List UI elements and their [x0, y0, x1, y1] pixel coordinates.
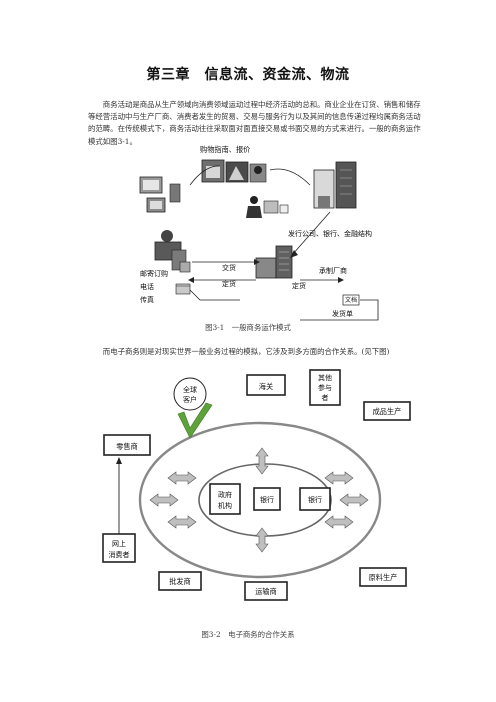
- figure2-caption: 图3-2 电子商务的合作关系: [201, 630, 295, 639]
- node-retailer: 零售商: [103, 434, 151, 456]
- svg-text:其他: 其他: [318, 373, 332, 382]
- svg-text:海关: 海关: [259, 382, 273, 391]
- svg-text:运输商: 运输商: [255, 587, 277, 596]
- svg-text:银行: 银行: [308, 495, 322, 504]
- ring-arrows: [149, 447, 369, 553]
- svg-text:成品生产: 成品生产: [373, 407, 402, 416]
- intro-paragraph: 商务活动是商品从生产领域向消费领域运动过程中经济活动的总和。商业企业在订货、销售…: [88, 100, 421, 146]
- finance-buildings: [313, 161, 357, 209]
- node-finished: 成品生产: [363, 401, 411, 421]
- global-customer-label: 全球: [183, 385, 197, 394]
- node-customs: 海关: [246, 374, 286, 396]
- svg-text:批发商: 批发商: [169, 577, 191, 586]
- label-order-right: 定货: [292, 281, 306, 290]
- label-right: 发行公司、银行、金融结构: [288, 229, 372, 238]
- factory: [255, 245, 293, 279]
- label-deliver: 交货: [222, 263, 236, 272]
- node-other: 其他 参与 者: [309, 369, 341, 406]
- label-mail-order: 邮寄订购: [140, 269, 168, 278]
- figure1-arrows: [189, 165, 379, 321]
- label-invoice: 发货单: [332, 309, 353, 318]
- node-bank-2: 银行: [299, 487, 331, 511]
- global-customer-label-2: 客户: [183, 395, 197, 404]
- label-top: 购物指南、报价: [200, 145, 250, 154]
- svg-text:参与: 参与: [318, 383, 332, 392]
- node-bank-1: 银行: [253, 487, 281, 511]
- check-mark-icon: [177, 402, 213, 439]
- node-online-consumer: 网上 消费者: [102, 533, 136, 563]
- svg-text:网上: 网上: [112, 539, 126, 548]
- outer-ring: [138, 421, 382, 579]
- order-station: [154, 230, 191, 295]
- label-manufacturer: 承制厂商: [319, 266, 347, 275]
- global-customer-node: [173, 377, 207, 411]
- chapter-title: 第三章 信息流、资金流、物流: [146, 67, 350, 83]
- store-images: [201, 159, 267, 183]
- svg-text:零售商: 零售商: [116, 442, 138, 451]
- svg-text:政府: 政府: [218, 490, 232, 499]
- node-raw: 原料生产: [359, 567, 407, 587]
- svg-text:原料生产: 原料生产: [369, 573, 398, 582]
- svg-text:消费者: 消费者: [109, 550, 130, 559]
- label-file: 文档: [345, 296, 357, 304]
- svg-text:机构: 机构: [218, 501, 232, 510]
- label-order-mid: 定货: [222, 279, 236, 288]
- figure1-arrowheads: [188, 250, 344, 283]
- node-transport: 运输商: [244, 581, 288, 601]
- node-government: 政府 机构: [209, 483, 241, 515]
- left-computers: [139, 176, 181, 213]
- node-wholesaler: 批发商: [158, 571, 202, 591]
- label-phone: 电话: [140, 282, 154, 291]
- figure1-caption: 图3-1 一般商务运作模式: [205, 323, 291, 332]
- ecommerce-paragraph: 而电子商务则是对现实世界一般业务过程的模拟，它涉及到多方面的合作关系。(见下图): [102, 347, 390, 356]
- sales-person: [246, 196, 289, 218]
- svg-text:银行: 银行: [260, 495, 274, 504]
- label-fax: 传真: [140, 295, 154, 304]
- svg-text:者: 者: [322, 394, 329, 402]
